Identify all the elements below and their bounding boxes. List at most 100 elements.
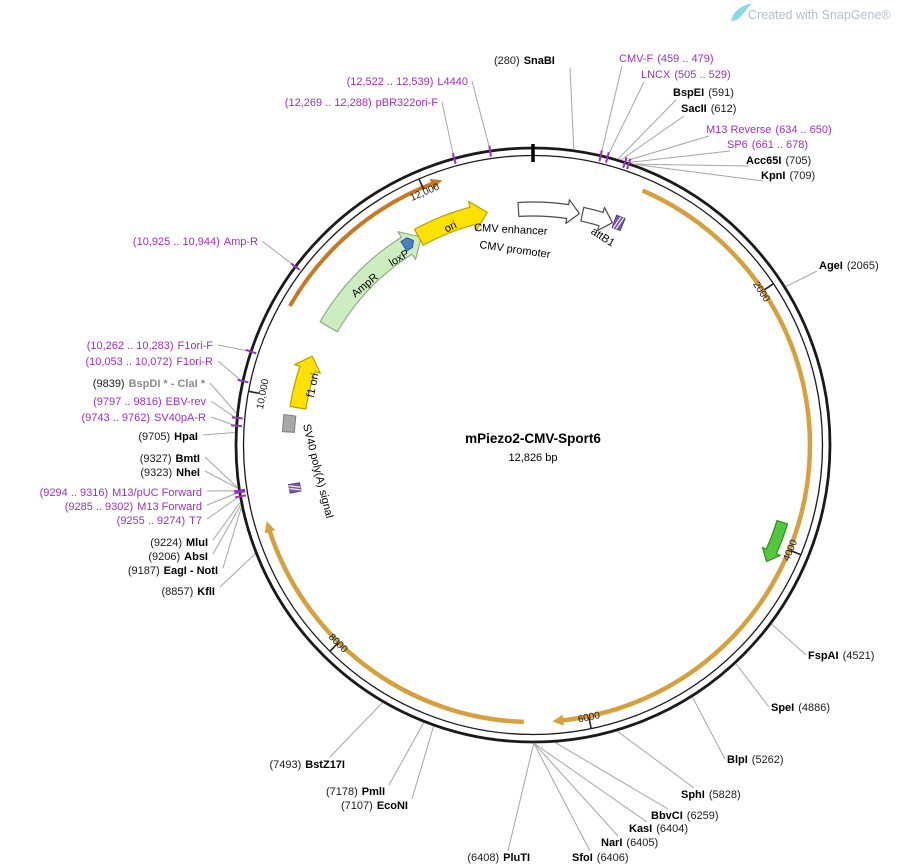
site-label-pbr322[interactable]: (12,269 .. 12,288)pBR322ori-F [285,97,438,109]
site-label-bmti[interactable]: (9327)BmtI [140,453,200,465]
site-name-m13rev: M13 Reverse [706,124,771,136]
site-label-sp6[interactable]: SP6(661 .. 678) [727,139,808,151]
feature-attB1[interactable] [611,214,626,232]
primer-tick-cmvf [598,150,603,162]
leader-line-blpi [692,697,726,760]
feature-label-cmv_enhancer[interactable]: CMV enhancer [474,222,548,238]
feature-sv40_polya[interactable] [281,413,297,433]
leader-line-ebvrev [210,400,236,419]
feature-label-cmv_promoter[interactable]: CMV promoter [479,239,552,261]
leader-line-acc65i [634,163,749,167]
site-name-econi: EcoNI [377,800,408,812]
site-name-absi: AbsI [184,551,208,563]
site-label-kpni[interactable]: KpnI (709) [761,170,815,182]
site-pos-bbvci: (6259) [687,810,719,822]
site-name-spei: SpeI [771,702,794,714]
leader-line-nhei [204,470,238,489]
site-label-ebvrev[interactable]: (9797 .. 9816)EBV-rev [93,396,206,408]
feature-label-sv40_polya[interactable]: SV40 poly(A) signal [300,423,335,520]
axis-tick-8000 [329,642,339,652]
leader-line-lncx [607,81,645,157]
site-label-absi[interactable]: (9206)AbsI [148,551,208,563]
site-label-kfli[interactable]: (8857)KflI [161,586,215,598]
site-label-agei[interactable]: AgeI (2065) [819,260,879,272]
feature-ori[interactable] [413,200,488,246]
site-name-ebvrev: EBV-rev [166,396,207,408]
site-name-cmvf: CMV-F [619,53,654,65]
feature-stripe-attB2 [288,485,301,488]
site-label-sacii[interactable]: SacII(612) [681,103,736,115]
axis-tick-label-10000: 10,000 [255,378,272,411]
site-label-acc65i[interactable]: Acc65I(705) [746,155,811,167]
leader-line-sphi [617,730,695,789]
site-label-f1orir[interactable]: (10,053 .. 10,072)F1ori-R [85,356,213,368]
feature-attB2[interactable] [288,482,302,494]
leader-line-pluti [507,743,535,852]
feature-insert_orf_a[interactable] [560,188,813,723]
site-pos-m13f: (9285 .. 9302) [65,501,134,513]
site-label-snabi[interactable]: (280)SnaBI [494,55,555,67]
site-label-mlui[interactable]: (9224)MluI [150,537,208,549]
site-label-bspdi[interactable]: (9839)BspDI * - ClaI * [93,378,206,390]
site-name-kfli: KflI [197,586,215,598]
site-pos-kpni: (709) [789,170,815,182]
site-label-bbvci[interactable]: BbvCI(6259) [651,810,719,822]
feature-stripe-attB1 [615,217,625,230]
primer-tick-f1orir [237,378,249,384]
feature-cmv_promoter[interactable] [580,206,613,232]
feature-insert_orf_b[interactable] [266,528,524,725]
site-label-l4440[interactable]: (12,522 .. 12,539)L4440 [347,76,468,88]
leader-line-sp6 [629,150,731,163]
site-label-cmvf[interactable]: CMV-F(459 .. 479) [619,53,714,65]
site-label-bspei[interactable]: BspEI(591) [673,87,734,99]
site-name-bspdi: BspDI * - ClaI * [129,378,206,390]
feature-inner_cds_green[interactable] [761,520,789,562]
feature-f1_ori[interactable] [289,355,321,410]
feature-loxp[interactable] [400,237,414,252]
site-name-sp6: SP6 [727,139,748,151]
site-name-blpi: BlpI [727,754,748,766]
site-label-nari[interactable]: NarI(6405) [601,837,658,849]
site-label-f1orif[interactable]: (10,262 .. 10,283)F1ori-F [87,340,214,352]
site-pos-spei: (4886) [798,702,830,714]
site-label-kasi[interactable]: KasI(6404) [629,823,688,835]
site-name-kpni: KpnI [761,170,785,182]
site-pos-ampr_p: (10,925 .. 10,944) [133,236,220,248]
site-name-mlui: MluI [186,537,208,549]
site-name-m13f: M13 Forward [137,501,202,513]
leader-line-fspai [771,623,807,656]
site-label-fspai[interactable]: FspAI(4521) [808,650,874,662]
leader-line-hpai [202,432,235,436]
site-label-hpai[interactable]: (9705)HpaI [138,431,198,443]
site-label-ampr_p[interactable]: (10,925 .. 10,944) Amp-R [133,236,258,248]
site-label-blpi[interactable]: BlpI(5262) [727,754,784,766]
site-label-nhei[interactable]: (9323)NheI [140,467,200,479]
plasmid-size: 12,826 bp [509,452,558,464]
site-label-lncx[interactable]: LNCX(505 .. 529) [641,69,731,81]
site-label-econi[interactable]: (7107)EcoNI [341,800,408,812]
feature-backbone_orf_c[interactable] [288,181,436,307]
site-pos-agei: (2065) [847,260,879,272]
site-name-eagi: EagI - NotI [164,565,218,577]
site-label-m13rev[interactable]: M13 Reverse(634 .. 650) [706,124,832,136]
site-name-ampr_p: Amp-R [224,236,258,248]
feature-label-ori[interactable]: ori [443,219,459,235]
site-label-sphi[interactable]: SphI(5828) [681,789,741,801]
site-label-sfoi[interactable]: SfoI(6406) [572,852,629,864]
site-label-eagi[interactable]: (9187)EagI - NotI [128,565,218,577]
feature-label-f1_ori[interactable]: f1 ori [305,372,322,398]
feature-cmv_enhancer[interactable] [517,199,580,224]
site-name-agei: AgeI [819,260,843,272]
site-label-m13puc[interactable]: (9294 .. 9316)M13/pUC Forward [40,487,202,499]
site-pos-pmli: (7178) [326,786,358,798]
site-label-pmli[interactable]: (7178)PmlI [326,786,385,798]
site-name-bstz17i: BstZ17I [305,759,345,771]
site-label-sv40par[interactable]: (9743 .. 9762)SV40pA-R [82,412,207,424]
site-label-bstz17i[interactable]: (7493)BstZ17I [269,759,345,771]
site-label-pluti[interactable]: (6408)PluTI [467,852,530,864]
feature-label-attB1[interactable]: attB1 [589,225,617,249]
leader-line-m13rev [625,135,710,162]
site-label-m13f[interactable]: (9285 .. 9302)M13 Forward [65,501,202,513]
site-label-t7[interactable]: (9255 .. 9274)T7 [117,515,202,527]
site-label-spei[interactable]: SpeI (4886) [771,702,830,714]
